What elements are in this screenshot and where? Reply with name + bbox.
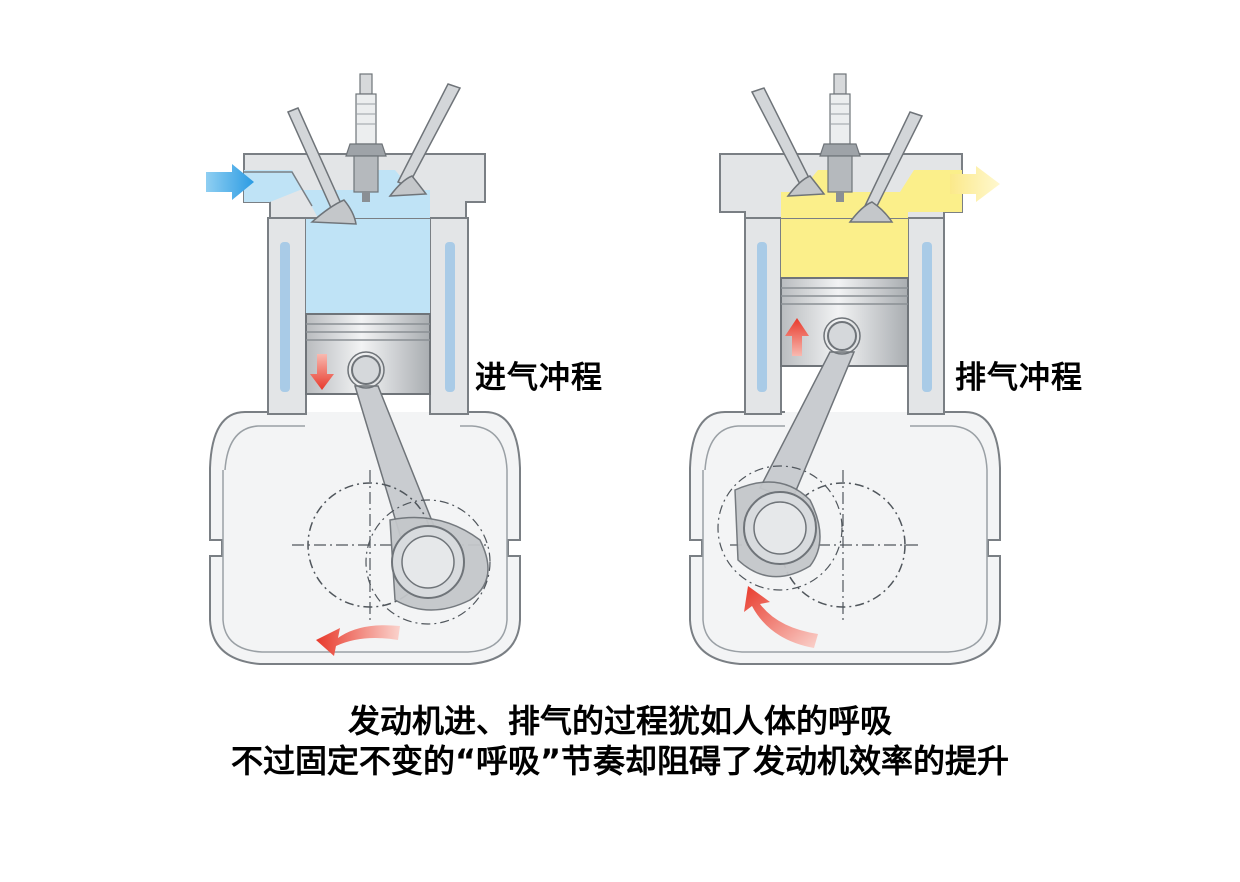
intake-stroke-label: 进气冲程 bbox=[475, 360, 603, 396]
crank-rotation-arrow bbox=[744, 586, 818, 648]
piston-pin bbox=[351, 355, 381, 385]
exhaust-outflow-arrow bbox=[950, 166, 1000, 202]
air-inflow-arrow bbox=[206, 164, 254, 200]
coolant-channel-right bbox=[445, 242, 455, 392]
piston-up-arrow bbox=[785, 318, 809, 356]
coolant-channel-left bbox=[757, 242, 767, 392]
intake-valve bbox=[750, 87, 826, 197]
intake-valve bbox=[286, 107, 357, 225]
crank-rotation-arrow bbox=[316, 625, 400, 656]
caption-line-1: 发动机进、排气的过程犹如人体的呼吸 bbox=[347, 702, 892, 740]
exhaust-stroke-label: 排气冲程 bbox=[955, 360, 1083, 396]
exhaust-engine bbox=[689, 73, 1001, 665]
spark-plug bbox=[345, 73, 387, 202]
caption-line-2: 不过固定不变的“呼吸”节奏却阻碍了发动机效率的提升 bbox=[230, 742, 1010, 780]
exhaust-valve bbox=[848, 111, 924, 223]
spark-plug bbox=[819, 73, 861, 202]
piston-pin bbox=[827, 321, 857, 351]
exhaust-valve bbox=[388, 83, 462, 197]
coolant-channel-left bbox=[280, 242, 290, 392]
piston-down-arrow bbox=[310, 354, 334, 390]
intake-engine bbox=[206, 73, 521, 665]
coolant-channel-right bbox=[922, 242, 932, 392]
intake-air-charge bbox=[306, 218, 430, 314]
